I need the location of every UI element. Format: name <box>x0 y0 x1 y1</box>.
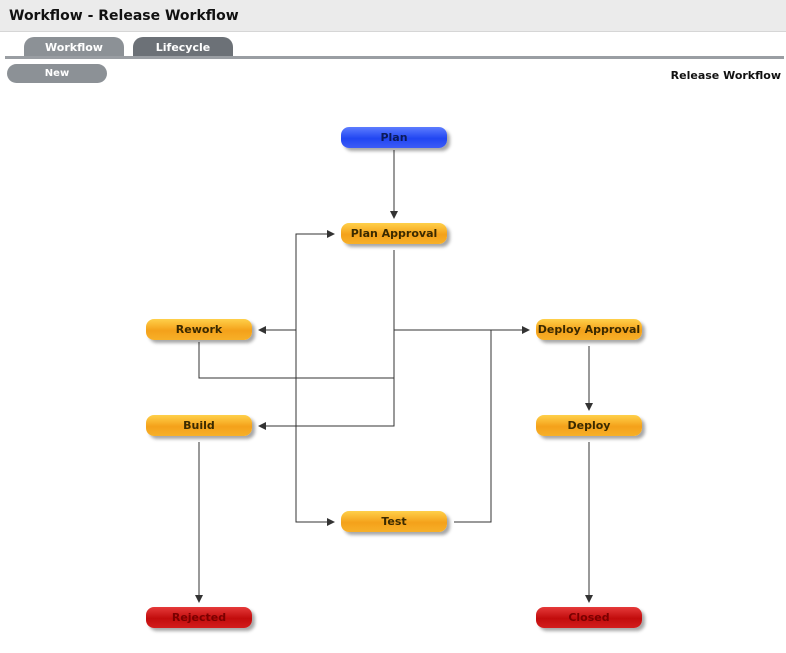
transition-test-to-deploy-approval <box>454 330 492 523</box>
title-bar: Workflow - Release Workflow <box>0 0 786 32</box>
transition-plan-approval-to-deploy-approval <box>393 250 530 334</box>
tab-lifecycle[interactable]: Lifecycle <box>133 37 233 57</box>
node-test[interactable]: Test <box>341 511 447 532</box>
new-button[interactable]: New <box>7 64 107 83</box>
transition-to-plan-approval <box>295 230 335 330</box>
node-rejected[interactable]: Rejected <box>146 607 252 628</box>
node-rework[interactable]: Rework <box>146 319 252 340</box>
node-plan-approval[interactable]: Plan Approval <box>341 223 447 244</box>
tab-workflow[interactable]: Workflow <box>24 37 124 57</box>
node-deploy-approval[interactable]: Deploy Approval <box>536 319 642 340</box>
node-deploy[interactable]: Deploy <box>536 415 642 436</box>
workflow-name: Release Workflow <box>670 69 781 82</box>
node-plan[interactable]: Plan <box>341 127 447 148</box>
transition-plan-approval-to-build <box>258 330 395 430</box>
transition-rework-link <box>198 342 394 379</box>
node-build[interactable]: Build <box>146 415 252 436</box>
transition-to-test <box>295 330 335 526</box>
page-title: Workflow - Release Workflow <box>9 8 239 24</box>
tab-divider <box>5 56 784 59</box>
node-closed[interactable]: Closed <box>536 607 642 628</box>
